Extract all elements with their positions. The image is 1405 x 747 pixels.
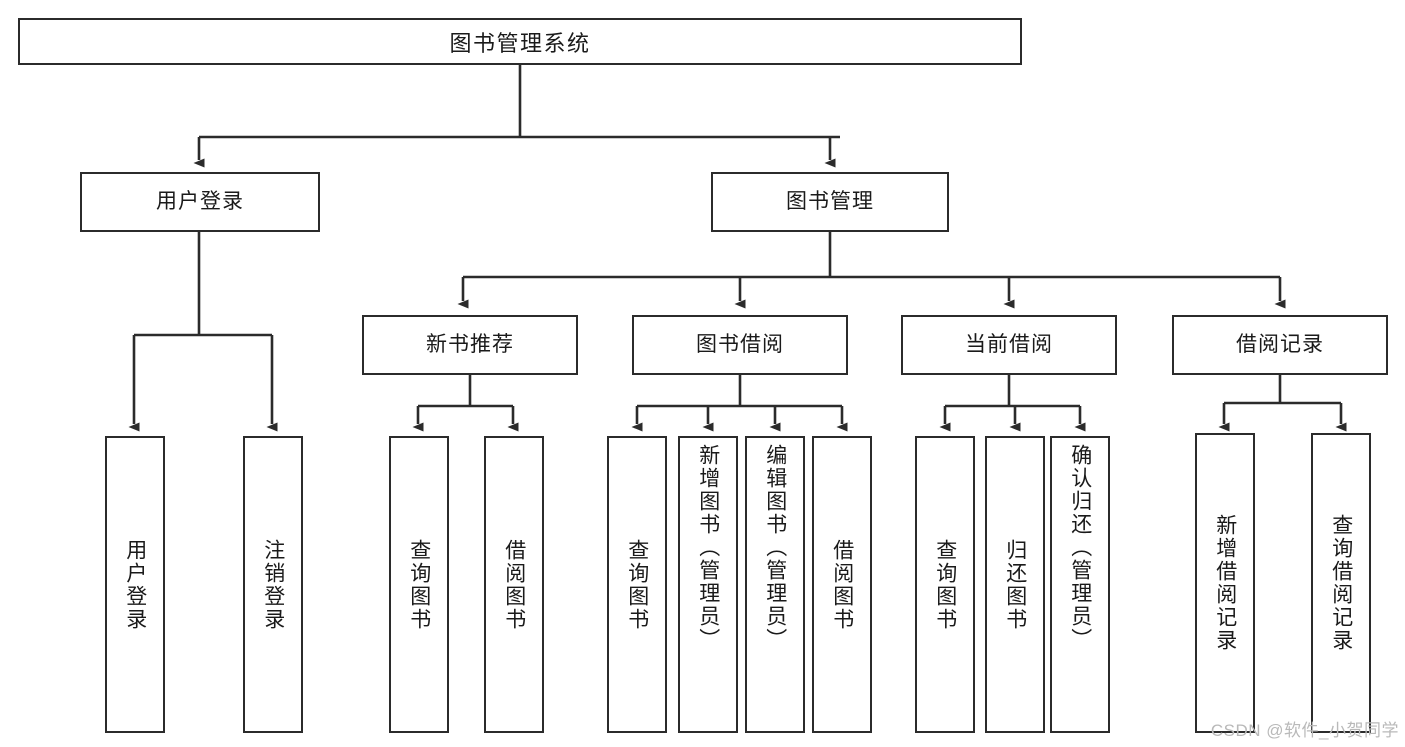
node-label: 图书借阅 (696, 333, 784, 357)
leaf-label: 查询图书 (625, 538, 649, 631)
leaf-borrow-edit-book[interactable]: 编辑图书（管理员） (745, 436, 805, 733)
node-current-borrow[interactable]: 当前借阅 (901, 315, 1117, 375)
leaf-label: 借阅图书 (830, 538, 854, 631)
node-label: 用户登录 (156, 190, 244, 214)
leaf-record-add[interactable]: 新增借阅记录 (1195, 433, 1255, 733)
leaf-label: 新增图书（管理员） (696, 444, 720, 651)
leaf-user-login-logout[interactable]: 注销登录 (243, 436, 303, 733)
node-label: 图书管理 (786, 190, 874, 214)
leaf-label: 查询图书 (407, 538, 431, 631)
leaf-current-return-book[interactable]: 归还图书 (985, 436, 1045, 733)
leaf-current-query-book[interactable]: 查询图书 (915, 436, 975, 733)
leaf-label: 归还图书 (1003, 538, 1027, 631)
node-label: 新书推荐 (426, 333, 514, 357)
leaf-new-book-query[interactable]: 查询图书 (389, 436, 449, 733)
node-book-management[interactable]: 图书管理 (711, 172, 949, 232)
leaf-new-book-borrow[interactable]: 借阅图书 (484, 436, 544, 733)
leaf-label: 新增借阅记录 (1213, 514, 1237, 652)
node-label: 借阅记录 (1236, 333, 1324, 357)
csdn-watermark: CSDN @软件_小贺同学 (1210, 721, 1399, 740)
node-label: 图书管理系统 (449, 30, 591, 56)
leaf-record-query[interactable]: 查询借阅记录 (1311, 433, 1371, 733)
leaf-label: 确认归还（管理员） (1068, 444, 1092, 651)
leaf-label: 注销登录 (261, 538, 285, 631)
node-label: 当前借阅 (965, 333, 1053, 357)
leaf-borrow-add-book[interactable]: 新增图书（管理员） (678, 436, 738, 733)
leaf-user-login-login[interactable]: 用户登录 (105, 436, 165, 733)
node-book-borrow[interactable]: 图书借阅 (632, 315, 848, 375)
leaf-label: 编辑图书（管理员） (763, 444, 787, 651)
leaf-borrow-query-book[interactable]: 查询图书 (607, 436, 667, 733)
node-root-system[interactable]: 图书管理系统 (18, 18, 1022, 65)
leaf-label: 借阅图书 (502, 538, 526, 631)
leaf-label: 用户登录 (123, 538, 147, 631)
leaf-borrow-borrow-book[interactable]: 借阅图书 (812, 436, 872, 733)
leaf-label: 查询图书 (933, 538, 957, 631)
node-user-login[interactable]: 用户登录 (80, 172, 320, 232)
leaf-label: 查询借阅记录 (1329, 514, 1353, 652)
node-borrow-record[interactable]: 借阅记录 (1172, 315, 1388, 375)
node-new-book-recommend[interactable]: 新书推荐 (362, 315, 578, 375)
leaf-current-confirm-return[interactable]: 确认归还（管理员） (1050, 436, 1110, 733)
